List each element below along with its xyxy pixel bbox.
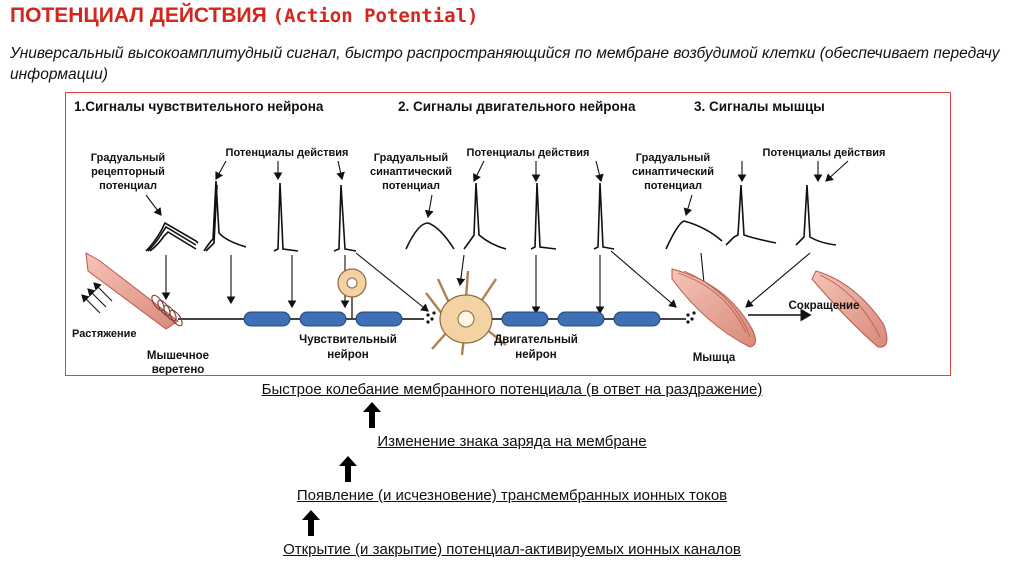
ap-trace-5 bbox=[530, 182, 557, 250]
ap-trace-3 bbox=[333, 184, 357, 252]
graded-receptor-trace-2 bbox=[147, 225, 197, 252]
action-potentials-label-2: Потенциалы действия bbox=[467, 147, 590, 159]
waveforms bbox=[145, 180, 837, 252]
contraction-label: Сокращение bbox=[788, 300, 859, 312]
up-arrow-icon bbox=[302, 510, 320, 536]
graded-synaptic-trace-1 bbox=[405, 222, 455, 250]
graded-synaptic-label-2c: потенциал bbox=[644, 180, 702, 192]
graded-receptor-trace-1 bbox=[145, 221, 199, 252]
chain-step-1: Быстрое колебание мембранного потенциала… bbox=[0, 381, 1024, 398]
graded-synaptic-label-1c: потенциал bbox=[382, 180, 440, 192]
graded-receptor-label-2: рецепторный bbox=[91, 166, 165, 178]
chain-step-4: Открытие (и закрытие) потенциал-активиру… bbox=[0, 541, 1024, 558]
muscle-label: Мышца bbox=[693, 352, 736, 364]
stretch-label: Растяжение bbox=[72, 328, 137, 340]
graded-receptor-label-3: потенциал bbox=[99, 180, 157, 192]
graded-receptor-trace-3 bbox=[149, 230, 197, 252]
action-potential-diagram: 1.Сигналы чувствительного нейрона 2. Сиг… bbox=[65, 92, 951, 376]
graded-receptor-label-1: Градуальный bbox=[91, 152, 165, 164]
sensory-neuron-label-2: нейрон bbox=[327, 349, 368, 361]
ap-trace-4 bbox=[463, 182, 507, 250]
chain-step-3-text: Появление (и исчезновение) трансмембранн… bbox=[296, 487, 728, 504]
chain-step-3: Появление (и исчезновение) трансмембранн… bbox=[0, 487, 1024, 504]
motor-neuron bbox=[425, 270, 696, 356]
motor-neuron-label-1: Двигательный bbox=[494, 334, 578, 346]
graded-synaptic-trace-2 bbox=[665, 220, 723, 250]
title-english: (Action Potential) bbox=[272, 5, 479, 27]
ap-trace-6 bbox=[593, 182, 615, 250]
page-title: ПОТЕНЦИАЛ ДЕЙСТВИЯ (Action Potential) bbox=[10, 4, 479, 28]
label-pointers bbox=[145, 160, 849, 219]
ap-trace-7 bbox=[725, 184, 777, 246]
contracted-muscle bbox=[811, 270, 888, 348]
subtitle: Универсальный высокоамплитудный сигнал, … bbox=[10, 45, 1000, 83]
chain-step-1-text: Быстрое колебание мембранного потенциала… bbox=[261, 381, 763, 398]
muscle-spindle bbox=[81, 252, 183, 330]
graded-synaptic-label-2a: Градуальный bbox=[636, 152, 710, 164]
ap-trace-8 bbox=[795, 184, 837, 246]
ap-trace-1 bbox=[203, 180, 247, 252]
ap-trace-1b bbox=[205, 184, 218, 252]
graded-synaptic-label-1a: Градуальный bbox=[374, 152, 448, 164]
drop-arrows bbox=[161, 250, 811, 315]
muscle-spindle-label-2: веретено bbox=[152, 364, 205, 375]
action-potentials-label-3: Потенциалы действия bbox=[763, 147, 886, 159]
graded-synaptic-label-2b: синаптический bbox=[632, 166, 714, 178]
muscle bbox=[671, 268, 756, 348]
up-arrow-icon bbox=[363, 402, 381, 428]
header-motor: 2. Сигналы двигательного нейрона bbox=[398, 99, 636, 114]
sensory-neuron-axon bbox=[178, 268, 436, 327]
sensory-neuron-label-1: Чувствительный bbox=[299, 334, 397, 346]
header-muscle: 3. Сигналы мышцы bbox=[694, 99, 825, 114]
up-arrow-icon bbox=[339, 456, 357, 482]
graded-synaptic-label-1b: синаптический bbox=[370, 166, 452, 178]
header-sensory: 1.Сигналы чувствительного нейрона bbox=[74, 99, 324, 114]
ap-trace-2 bbox=[273, 182, 299, 252]
title-main: ПОТЕНЦИАЛ ДЕЙСТВИЯ bbox=[10, 4, 267, 27]
chain-step-2: Изменение знака заряда на мембране bbox=[0, 433, 1024, 450]
chain-step-2-text: Изменение знака заряда на мембране bbox=[377, 433, 647, 450]
motor-neuron-label-2: нейрон bbox=[515, 349, 556, 361]
diagram-svg: 1.Сигналы чувствительного нейрона 2. Сиг… bbox=[72, 99, 888, 375]
action-potentials-label-1: Потенциалы действия bbox=[226, 147, 349, 159]
muscle-spindle-label-1: Мышечное bbox=[147, 350, 209, 362]
chain-step-4-text: Открытие (и закрытие) потенциал-активиру… bbox=[283, 541, 741, 558]
